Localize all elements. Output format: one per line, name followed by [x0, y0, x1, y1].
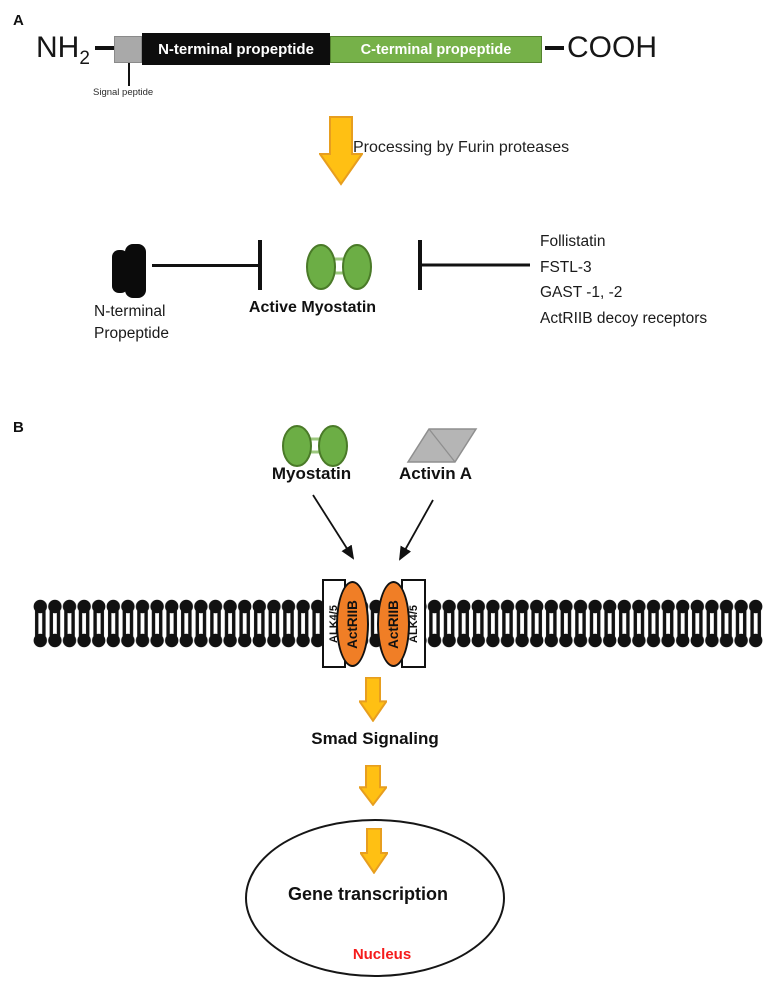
n-terminal-propeptide-box: N-terminal propeptide — [142, 33, 330, 65]
panel-b-label: B — [13, 419, 24, 436]
gene-transcription-label: Gene transcription — [287, 884, 449, 904]
active-myostatin-label: Active Myostatin — [248, 299, 377, 316]
n-terminus-label: NH2 — [36, 31, 90, 70]
n-propeptide-shape — [111, 243, 149, 304]
actriib-receptor-left-label: ActRIIB — [345, 599, 361, 649]
inhibitor-list: Follistatin FSTL-3 GAST -1, -2 ActRIIB d… — [540, 229, 707, 331]
c-terminal-propeptide-box: C-terminal propeptide — [330, 36, 542, 63]
inhibition-bar-left — [150, 238, 265, 297]
signal-arrow-3 — [360, 828, 388, 874]
active-myostatin-dimer — [305, 242, 373, 297]
c-terminal-propeptide-box-label: C-terminal propeptide — [360, 41, 512, 58]
signal-arrow-2 — [359, 765, 387, 806]
inhibitor-item: ActRIIB decoy receptors — [540, 309, 708, 327]
n-terminus-connector — [95, 46, 114, 50]
c-terminus-label: COOH — [567, 31, 657, 64]
signal-peptide-callout-line — [128, 63, 130, 86]
signal-peptide-box — [114, 36, 142, 63]
inhibitor-item: FSTL-3 — [540, 258, 592, 276]
inhibition-bar-right — [415, 238, 535, 297]
inhibitor-item: GAST -1, -2 — [540, 284, 623, 301]
actriib-receptor-right-label: ActRIIB — [386, 599, 402, 649]
n-terminal-propeptide-box-label: N-terminal propeptide — [158, 40, 314, 58]
nh-subscript: 2 — [79, 48, 90, 69]
nh-text: NH — [36, 31, 80, 64]
activin-shape — [403, 425, 481, 471]
myostatin-label: Myostatin — [271, 464, 352, 483]
processing-arrow-icon — [319, 116, 363, 186]
processing-label: Processing by Furin proteases — [353, 139, 570, 156]
smad-signaling-label: Smad Signaling — [311, 729, 439, 748]
n-propeptide-label-line2: Propeptide — [94, 325, 169, 342]
c-terminus-connector — [545, 46, 564, 50]
n-propeptide-label: N-terminal Propeptide — [94, 301, 169, 345]
actriib-receptor-right: ActRIIB — [377, 581, 410, 667]
nucleus-label: Nucleus — [352, 946, 412, 963]
panel-a-label: A — [13, 12, 24, 29]
n-propeptide-label-line1: N-terminal — [94, 303, 166, 320]
signal-arrow-1 — [359, 677, 387, 722]
activin-label: Activin A — [398, 464, 473, 483]
actriib-receptor-left: ActRIIB — [336, 581, 369, 667]
inhibitor-item: Follistatin — [540, 233, 606, 250]
myostatin-dimer — [282, 424, 348, 473]
ligand-arrows — [280, 485, 480, 585]
signal-peptide-label: Signal peptide — [93, 87, 154, 98]
